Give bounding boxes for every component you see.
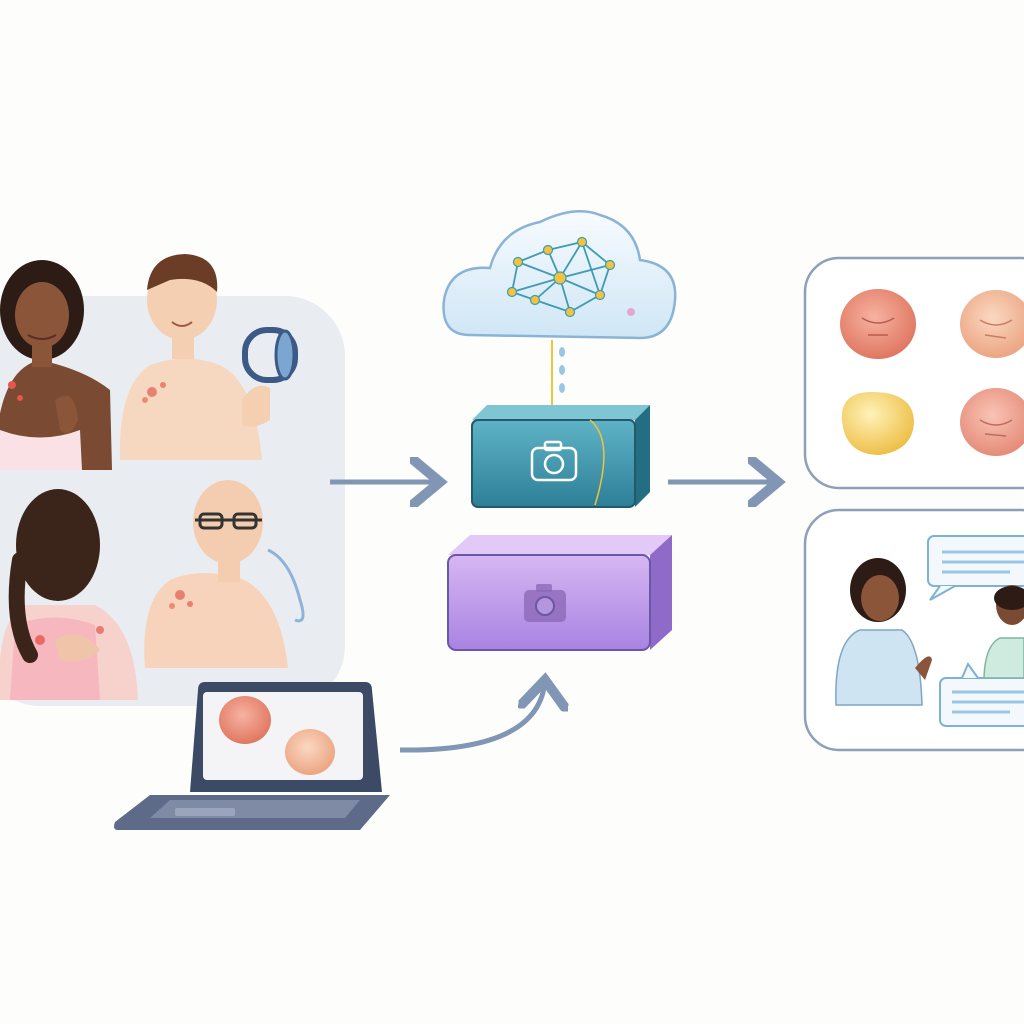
patient-woman-chest-icon xyxy=(0,260,112,470)
laptop-icon xyxy=(114,682,390,830)
speech-bubble-top xyxy=(927,535,1024,601)
patient-older-man-icon xyxy=(144,480,305,668)
device-top-camera-box xyxy=(471,405,650,508)
consultation-panel xyxy=(803,508,1024,752)
lesion-red-sample xyxy=(840,289,916,359)
laptop-lesion-peach xyxy=(285,729,335,775)
lesion-rose-sample xyxy=(960,388,1024,456)
lesion-yellow-sample xyxy=(841,392,914,455)
patient-man-magnifier-icon xyxy=(119,254,298,460)
arrow-laptop-to-device xyxy=(399,680,545,753)
lesion-results-panel xyxy=(803,256,1024,490)
doctor-icon xyxy=(835,558,932,706)
patient-icon xyxy=(983,585,1024,679)
camera-icon xyxy=(530,440,578,482)
patient-woman-back-icon xyxy=(0,489,138,700)
cloud-neural-network-icon xyxy=(442,210,677,405)
camera-icon xyxy=(524,584,566,622)
device-bottom-camera-box xyxy=(447,535,672,651)
patients-panel xyxy=(0,254,345,706)
laptop-lesion-red xyxy=(219,696,271,744)
speech-bubble-bottom xyxy=(939,661,1024,727)
